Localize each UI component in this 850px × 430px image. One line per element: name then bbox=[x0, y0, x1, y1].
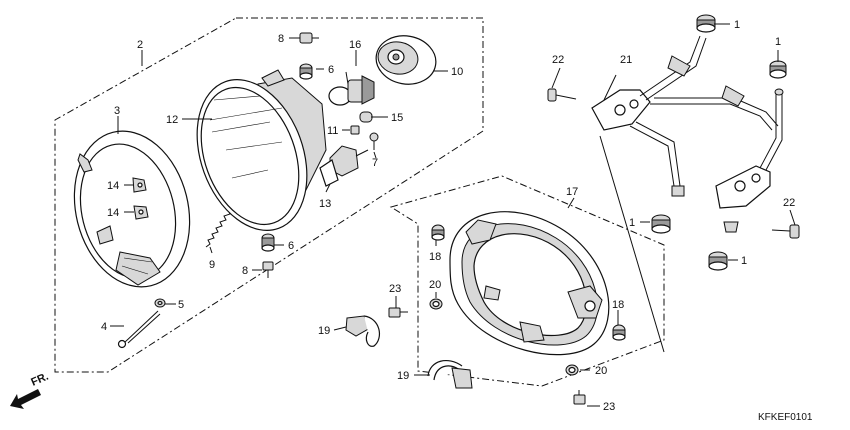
label-part-3: 3 bbox=[114, 105, 120, 117]
socket-screw bbox=[369, 132, 379, 150]
label-part-22-upper: 22 bbox=[552, 54, 564, 66]
label-part-18-upper: 18 bbox=[429, 251, 441, 263]
label-part-8-upper: 8 bbox=[278, 33, 284, 45]
cable-clamp-upper bbox=[345, 315, 381, 347]
case-grommet-upper bbox=[431, 224, 445, 241]
stay-bolt-upper bbox=[547, 88, 577, 102]
label-part-6-lower: 6 bbox=[288, 240, 294, 252]
label-part-8-lower: 8 bbox=[242, 265, 248, 277]
label-part-23-upper: 23 bbox=[389, 283, 401, 295]
headlight-case bbox=[449, 211, 610, 356]
label-part-12: 12 bbox=[166, 114, 178, 126]
label-part-22-lower: 22 bbox=[783, 197, 795, 209]
label-part-1-mid: 1 bbox=[629, 217, 635, 229]
screw-upper bbox=[299, 32, 319, 44]
small-nut bbox=[154, 298, 166, 308]
label-part-14-lower: 14 bbox=[107, 207, 119, 219]
collar-right bbox=[565, 364, 579, 376]
headlight-rim bbox=[73, 130, 191, 288]
label-part-17: 17 bbox=[566, 186, 578, 198]
label-part-11: 11 bbox=[327, 125, 338, 137]
label-part-1-top-left: 1 bbox=[734, 19, 740, 31]
label-part-9: 9 bbox=[209, 259, 215, 271]
label-part-19-lower: 19 bbox=[397, 370, 409, 382]
label-part-20-left: 20 bbox=[429, 279, 441, 291]
group-box-case bbox=[389, 175, 665, 387]
headlight-unit bbox=[196, 69, 327, 231]
cable-clamp-lower bbox=[427, 359, 473, 389]
label-part-7: 7 bbox=[372, 157, 378, 169]
collar-left bbox=[429, 298, 443, 310]
stay-bolt-lower bbox=[771, 224, 800, 239]
diagram-code: KFKEF0101 bbox=[758, 412, 813, 423]
position-bulb bbox=[359, 111, 373, 123]
small-cap bbox=[350, 125, 360, 135]
grommet-lower bbox=[261, 233, 275, 252]
cushion-mid-left bbox=[651, 214, 671, 234]
label-part-15: 15 bbox=[391, 112, 403, 124]
label-part-2: 2 bbox=[137, 39, 143, 51]
rim-clip-upper bbox=[132, 177, 147, 193]
adjust-screw bbox=[117, 310, 161, 349]
label-part-14-upper: 14 bbox=[107, 180, 119, 192]
screw-lower bbox=[262, 261, 274, 278]
headlight-stay bbox=[591, 35, 784, 233]
label-part-21: 21 bbox=[620, 54, 632, 66]
cushion-top-right bbox=[769, 60, 787, 79]
label-part-19-upper: 19 bbox=[318, 325, 330, 337]
dust-cover bbox=[375, 35, 437, 85]
leader-lines bbox=[110, 23, 796, 407]
label-part-13: 13 bbox=[319, 198, 331, 210]
label-part-5: 5 bbox=[178, 299, 184, 311]
label-part-1-bottom: 1 bbox=[741, 255, 747, 267]
case-grommet-right bbox=[612, 324, 626, 341]
front-direction-label: FR. bbox=[29, 371, 50, 389]
rim-clip-lower bbox=[133, 205, 149, 220]
label-part-16: 16 bbox=[349, 39, 361, 51]
headlight-bulb bbox=[328, 71, 375, 106]
label-part-23-lower: 23 bbox=[603, 401, 615, 413]
front-direction-arrow: FR. bbox=[10, 371, 50, 409]
label-part-6-upper: 6 bbox=[328, 64, 334, 76]
cushion-bottom bbox=[708, 251, 728, 271]
label-part-18-right: 18 bbox=[612, 299, 624, 311]
group-box-headlight bbox=[54, 17, 484, 373]
cushion-top-left bbox=[696, 14, 716, 33]
pointer-case-to-stay bbox=[599, 135, 665, 353]
grommet-upper bbox=[299, 63, 313, 80]
label-part-10: 10 bbox=[451, 66, 463, 78]
bolt-upper bbox=[388, 307, 408, 318]
label-part-20-right: 20 bbox=[595, 365, 607, 377]
bulb-socket bbox=[319, 145, 369, 187]
label-part-4: 4 bbox=[101, 321, 107, 333]
label-part-1-top-right: 1 bbox=[775, 36, 781, 48]
bolt-lower bbox=[573, 390, 586, 405]
